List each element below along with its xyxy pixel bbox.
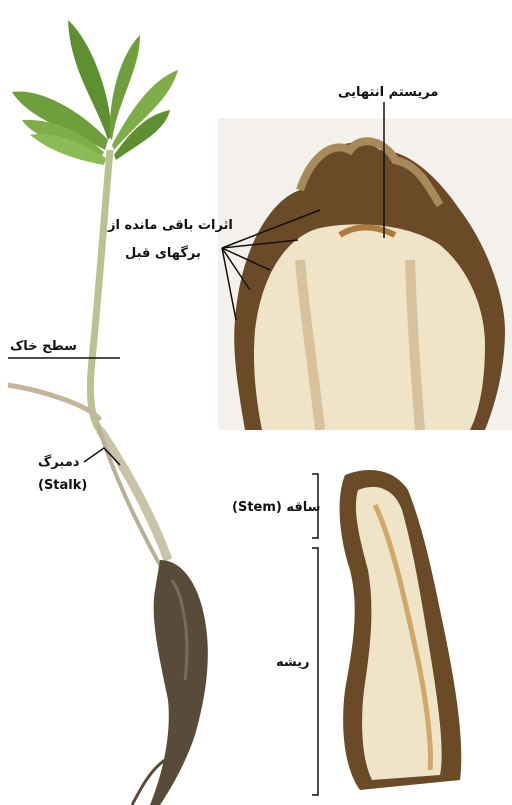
leaf-remnants-label-line1: اثرات باقی مانده از [108, 218, 233, 233]
plant-stalk [90, 150, 110, 430]
root-bracket [312, 548, 318, 795]
plant-illustration [8, 20, 208, 805]
root-label: ریشه [276, 655, 309, 670]
apical-meristem-label: مریستم انتهایی [338, 85, 438, 100]
leaf-cluster [12, 20, 178, 165]
stalk-english-label: (Stalk) [38, 478, 87, 493]
stem-label: ساقه (Stem) [232, 500, 320, 515]
leaf-remnants-label-line2: برگهای قبل [125, 246, 201, 261]
stalk-label: دمبرگ [38, 455, 79, 470]
soil-surface-label: سطح خاک [10, 339, 77, 354]
root-section-photo [340, 470, 462, 790]
crown-section-photo [218, 118, 512, 430]
